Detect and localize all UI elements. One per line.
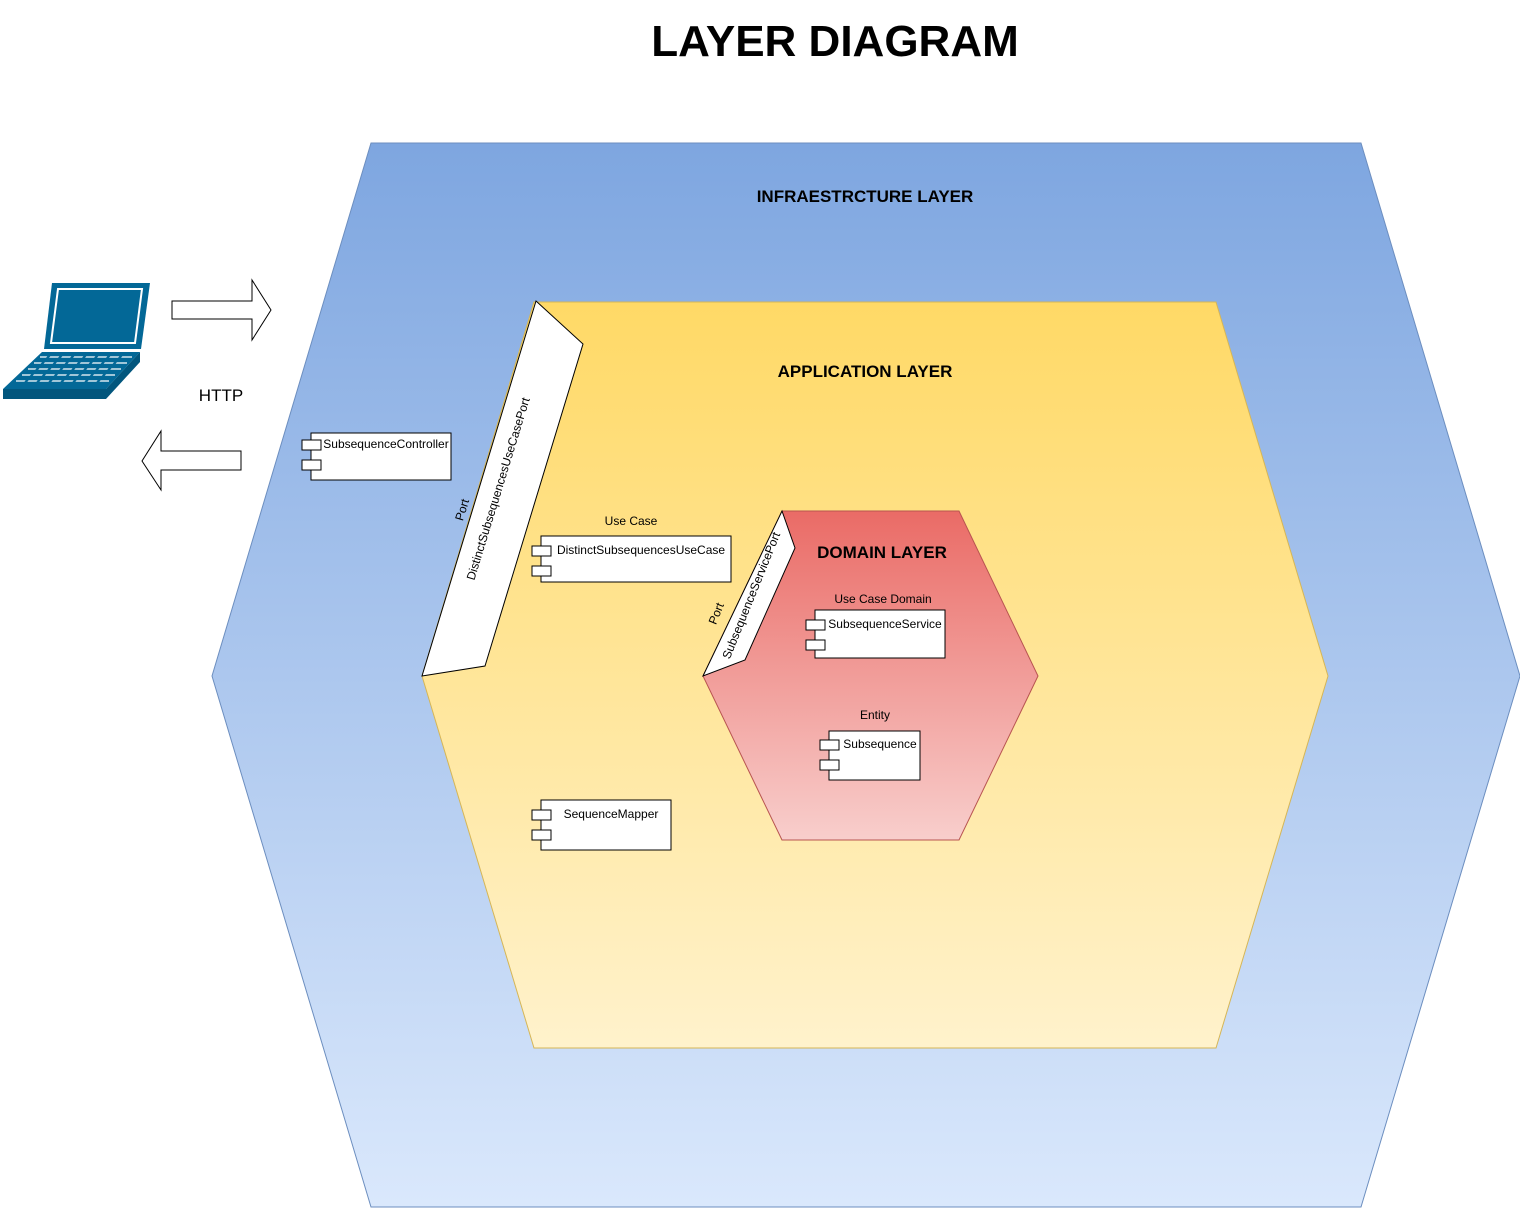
- use-case-stereotype: Use Case: [605, 514, 658, 528]
- component-subsequence-controller[interactable]: SubsequenceController: [301, 432, 452, 481]
- use-case-port-stereotype: Port: [452, 497, 472, 523]
- component-use-case[interactable]: Use Case DistinctSubsequencesUseCase: [531, 514, 732, 583]
- use-case-name: DistinctSubsequencesUseCase: [557, 543, 725, 557]
- domain-layer-label: DOMAIN LAYER: [817, 543, 947, 562]
- component-subsequence-entity[interactable]: Entity Subsequence: [819, 708, 921, 781]
- mapper-name: SequenceMapper: [564, 807, 659, 821]
- component-sequence-mapper[interactable]: SequenceMapper: [531, 799, 672, 851]
- http-response-arrow: [141, 429, 242, 492]
- page-title: LAYER DIAGRAM: [651, 17, 1019, 66]
- service-name: SubsequenceService: [828, 617, 942, 631]
- application-layer-label: APPLICATION LAYER: [778, 362, 953, 381]
- http-request-arrow: [171, 278, 272, 342]
- laptop-icon: [3, 283, 150, 399]
- entity-name: Subsequence: [843, 737, 917, 751]
- http-label: HTTP: [199, 386, 243, 405]
- service-stereotype: Use Case Domain: [834, 592, 931, 606]
- entity-stereotype: Entity: [860, 708, 890, 722]
- component-subsequence-service[interactable]: Use Case Domain SubsequenceService: [805, 592, 946, 659]
- controller-name: SubsequenceController: [323, 437, 448, 451]
- infrastructure-layer-label: INFRAESTRCTURE LAYER: [757, 187, 974, 206]
